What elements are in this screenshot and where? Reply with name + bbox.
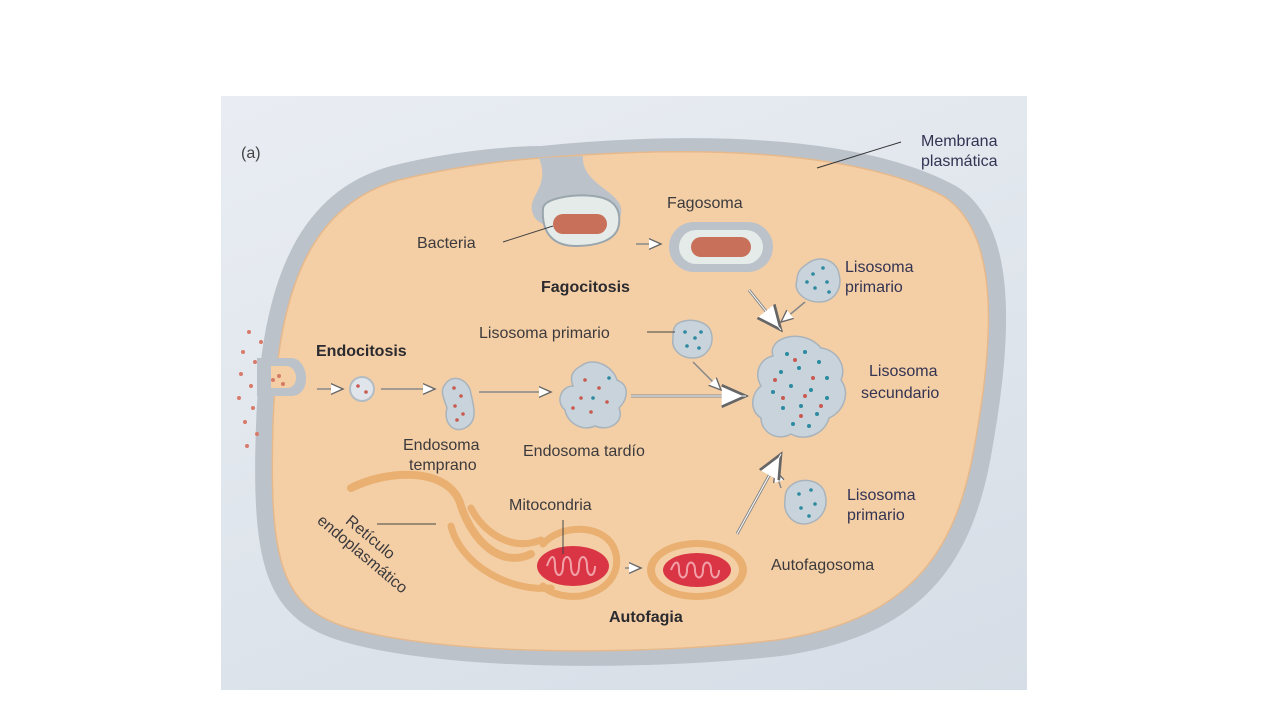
- primary-lysosome-bottom: [783, 479, 827, 525]
- endoplasmic-reticulum: [347, 470, 535, 562]
- label-phagocytosis: Fagocitosis: [541, 279, 630, 296]
- panel-label: (a): [241, 145, 261, 162]
- label-membrane-line1: Membrana: [921, 133, 998, 150]
- label-primary-lysosome-middle: Lisosoma primario: [479, 325, 610, 342]
- diagram-photo: (a) Membrana plasmática Fagosoma Bacteri…: [221, 96, 1027, 690]
- label-primary-lysosome-bottom-1: Lisosoma: [847, 487, 916, 504]
- label-primary-lysosome-top-1: Lisosoma: [845, 259, 914, 276]
- label-secondary-lysosome-1: Lisosoma: [869, 363, 938, 380]
- label-secondary-lysosome-2: secundario: [861, 385, 939, 402]
- extracellular-particles: [237, 330, 285, 448]
- label-mitochondria: Mitocondria: [509, 497, 592, 514]
- label-membrane-line2: plasmática: [921, 153, 998, 170]
- label-early-endosome-1: Endosoma: [403, 437, 480, 454]
- cell-diagram: (a) Membrana plasmática Fagosoma Bacteri…: [237, 133, 1007, 666]
- primary-lysosome-middle: [671, 319, 713, 359]
- label-phagosome: Fagosoma: [667, 195, 743, 212]
- label-primary-lysosome-top-2: primario: [845, 279, 903, 296]
- label-bacteria: Bacteria: [417, 235, 476, 252]
- label-autophagy: Autofagia: [609, 609, 683, 626]
- endocytic-vesicle: [349, 376, 375, 402]
- label-late-endosome: Endosoma tardío: [523, 443, 645, 460]
- bacteria-in-cup: [553, 214, 607, 234]
- early-endosome: [441, 377, 475, 431]
- label-endocytosis: Endocitosis: [316, 343, 407, 360]
- label-early-endosome-2: temprano: [409, 457, 477, 474]
- label-autophagosome: Autofagosoma: [771, 557, 874, 574]
- secondary-lysosome: [752, 335, 847, 438]
- label-primary-lysosome-bottom-2: primario: [847, 507, 905, 524]
